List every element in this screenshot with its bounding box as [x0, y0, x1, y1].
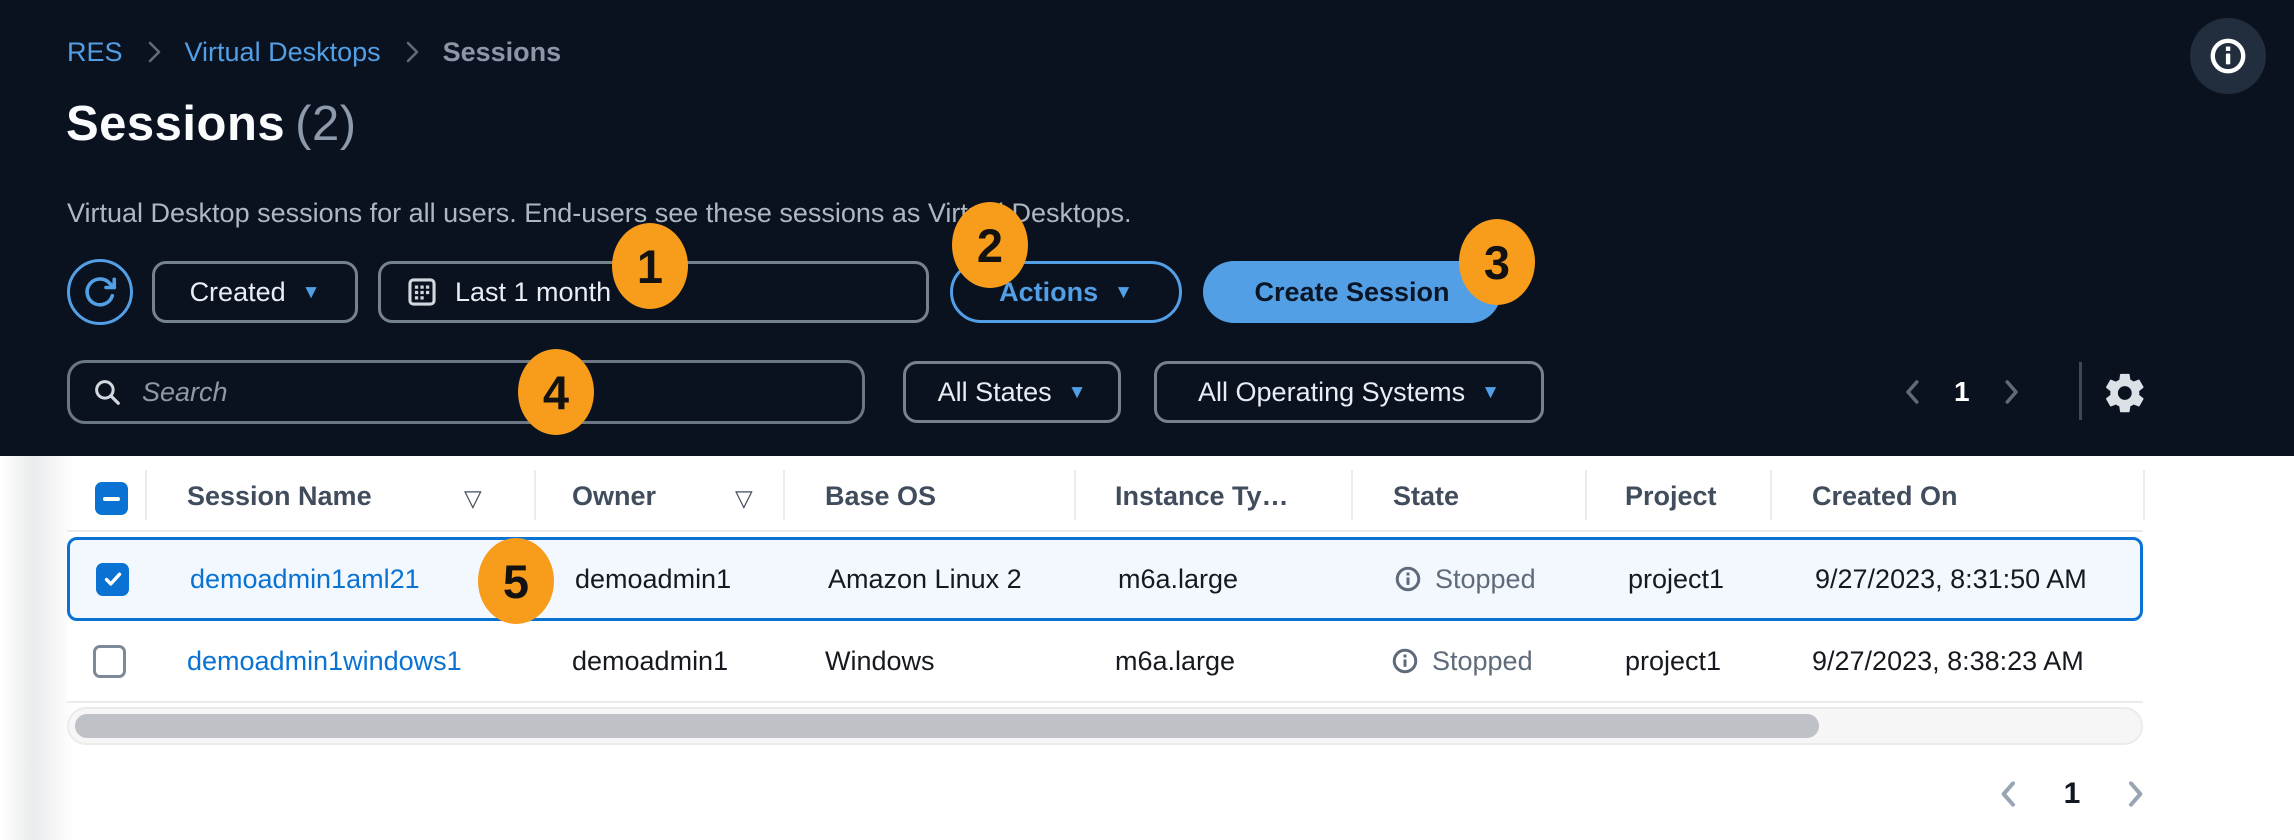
previous-page-button[interactable]: [1898, 377, 1928, 407]
chevron-down-icon: ▼: [301, 281, 321, 303]
current-page-number[interactable]: 1: [2063, 777, 2081, 810]
date-range-value: Last 1 month: [455, 276, 612, 307]
column-divider: [1770, 470, 1772, 520]
actions-label: Actions: [999, 276, 1099, 307]
state-cell: Stopped: [1390, 621, 1533, 701]
owner-cell: demoadmin1: [572, 645, 729, 676]
instance-type-cell: m6a.large: [1115, 645, 1236, 676]
status-info-icon: [1393, 564, 1423, 594]
state-filter-dropdown[interactable]: All States ▼: [903, 361, 1121, 423]
column-divider: [145, 470, 147, 520]
owner-cell: demoadmin1: [575, 563, 732, 594]
actions-dropdown-button[interactable]: Actions ▼: [950, 261, 1182, 323]
toolbar-divider: [2079, 362, 2082, 420]
current-page-number[interactable]: 1: [1954, 376, 1970, 407]
base-os-cell: Amazon Linux 2: [828, 563, 1022, 594]
column-divider: [1585, 470, 1587, 520]
select-all-checkbox[interactable]: [95, 482, 128, 515]
refresh-icon: [82, 274, 118, 310]
column-divider: [534, 470, 536, 520]
row-checkbox-cell: [93, 621, 126, 701]
instance-type-cell: m6a.large: [1118, 563, 1239, 594]
search-icon: [92, 377, 122, 407]
state-filter-label: All States: [937, 376, 1052, 407]
sort-icon[interactable]: ▽: [735, 484, 753, 511]
page-title: Sessions(2): [66, 96, 357, 152]
info-icon: [2207, 35, 2249, 77]
column-divider: [783, 470, 785, 520]
breadcrumb-sessions: Sessions: [442, 36, 562, 67]
created-on-cell: 9/27/2023, 8:31:50 AM: [1815, 563, 2087, 594]
page-title-count: (2): [295, 97, 357, 151]
indeterminate-icon: [103, 496, 120, 501]
breadcrumb-res[interactable]: RES: [67, 36, 123, 67]
chevron-down-icon: ▼: [1067, 381, 1087, 403]
next-page-button[interactable]: [1996, 377, 2026, 407]
state-label: Stopped: [1435, 563, 1536, 594]
table-row[interactable]: demoadmin1aml21 demoadmin1 Amazon Linux …: [67, 537, 2143, 621]
gear-icon: [2102, 370, 2148, 416]
create-session-label: Create Session: [1254, 276, 1450, 307]
state-label: Stopped: [1432, 645, 1533, 676]
refresh-button[interactable]: [67, 259, 133, 325]
annotation-badge-4: 4: [518, 349, 594, 435]
header-underline: [67, 530, 2143, 532]
status-info-icon: [1390, 646, 1420, 676]
help-panel-button[interactable]: [2190, 18, 2266, 94]
sort-icon[interactable]: ▽: [464, 484, 482, 511]
session-name-link[interactable]: demoadmin1aml21: [190, 563, 420, 594]
column-header-instance-type: Instance Ty…: [1115, 480, 1289, 511]
chevron-down-icon: ▼: [1481, 381, 1500, 403]
column-header-project: Project: [1625, 480, 1717, 511]
breadcrumb-virtual-desktops[interactable]: Virtual Desktops: [184, 36, 381, 67]
breadcrumb: RES Virtual Desktops Sessions: [67, 34, 561, 70]
page-description: Virtual Desktop sessions for all users. …: [67, 198, 1132, 228]
sort-by-dropdown[interactable]: Created ▼: [152, 261, 358, 323]
os-filter-dropdown[interactable]: All Operating Systems ▼: [1154, 361, 1544, 423]
created-on-cell: 9/27/2023, 8:38:23 AM: [1812, 645, 2084, 676]
annotation-badge-3: 3: [1459, 219, 1535, 305]
check-icon: [104, 572, 121, 586]
breadcrumb-separator-icon: [143, 39, 165, 65]
base-os-cell: Windows: [825, 645, 935, 676]
annotation-badge-5: 5: [478, 538, 554, 624]
sort-by-label: Created: [189, 276, 286, 307]
row-checkbox[interactable]: [96, 562, 129, 596]
annotation-badge-2: 2: [952, 202, 1028, 288]
table-row[interactable]: demoadmin1windows1 demoadmin1 Windows m6…: [67, 621, 2143, 703]
next-page-button[interactable]: [2119, 778, 2151, 810]
create-session-button[interactable]: Create Session: [1203, 261, 1501, 323]
column-header-owner[interactable]: Owner: [572, 480, 657, 511]
column-header-state: State: [1393, 480, 1460, 511]
column-header-session-name[interactable]: Session Name: [187, 480, 372, 511]
project-cell: project1: [1628, 563, 1725, 594]
os-filter-label: All Operating Systems: [1198, 376, 1466, 407]
horizontal-scrollbar-thumb[interactable]: [75, 714, 1819, 738]
calendar-icon: [405, 275, 439, 309]
state-cell: Stopped: [1393, 540, 1536, 618]
row-checkbox[interactable]: [93, 644, 126, 678]
bottom-pagination: 1: [1993, 764, 2151, 824]
project-cell: project1: [1625, 645, 1722, 676]
previous-page-button[interactable]: [1993, 778, 2025, 810]
chevron-down-icon: ▼: [1114, 281, 1133, 303]
horizontal-scrollbar-track[interactable]: [67, 707, 2143, 745]
column-divider: [1351, 470, 1353, 520]
column-divider: [1074, 470, 1076, 520]
annotation-badge-1: 1: [612, 223, 688, 309]
breadcrumb-separator-icon: [401, 39, 423, 65]
sessions-table: Session Name ▽ Owner ▽ Base OS Instance …: [0, 456, 2294, 840]
left-edge-shadow: [0, 456, 74, 840]
row-checkbox-cell: [96, 540, 129, 618]
search-field[interactable]: [67, 360, 865, 424]
column-header-created-on: Created On: [1812, 480, 1958, 511]
column-header-base-os: Base OS: [825, 480, 937, 511]
table-preferences-button[interactable]: [2100, 368, 2150, 418]
top-pagination: 1: [1898, 361, 2026, 423]
page-title-text: Sessions: [66, 97, 286, 151]
column-divider: [2143, 470, 2145, 520]
session-name-link[interactable]: demoadmin1windows1: [187, 645, 462, 676]
search-input[interactable]: [140, 375, 840, 409]
